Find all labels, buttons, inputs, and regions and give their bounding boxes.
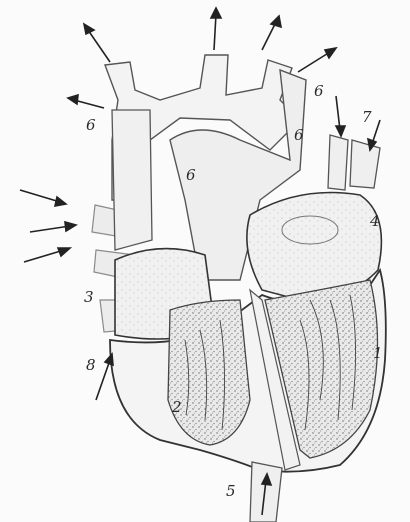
label-2: 2 <box>171 398 182 416</box>
label-6-aorta: 6 <box>86 116 96 134</box>
label-7: 7 <box>362 108 372 126</box>
label-6-pulmonary: 6 <box>314 82 324 100</box>
arrow-right-upper <box>298 48 336 72</box>
arrow-up-left <box>84 24 110 62</box>
arrow-into-pv-1 <box>336 96 345 136</box>
arrow-into-left-veins <box>20 190 76 262</box>
label-5: 5 <box>226 482 236 500</box>
arrow-lower-left <box>96 354 113 400</box>
label-4: 4 <box>369 212 380 230</box>
label-3: 3 <box>84 288 94 306</box>
arrow-up-mid <box>211 8 221 50</box>
inferior-vena-cava <box>250 462 282 522</box>
label-8: 8 <box>86 356 96 374</box>
arrow-left-upper <box>68 95 104 108</box>
label-6-trunk: 6 <box>186 166 196 184</box>
superior-vena-cava <box>112 110 152 250</box>
label-6-right: 6 <box>294 126 304 144</box>
arrow-up-right <box>262 16 281 50</box>
label-1: 1 <box>373 344 383 362</box>
